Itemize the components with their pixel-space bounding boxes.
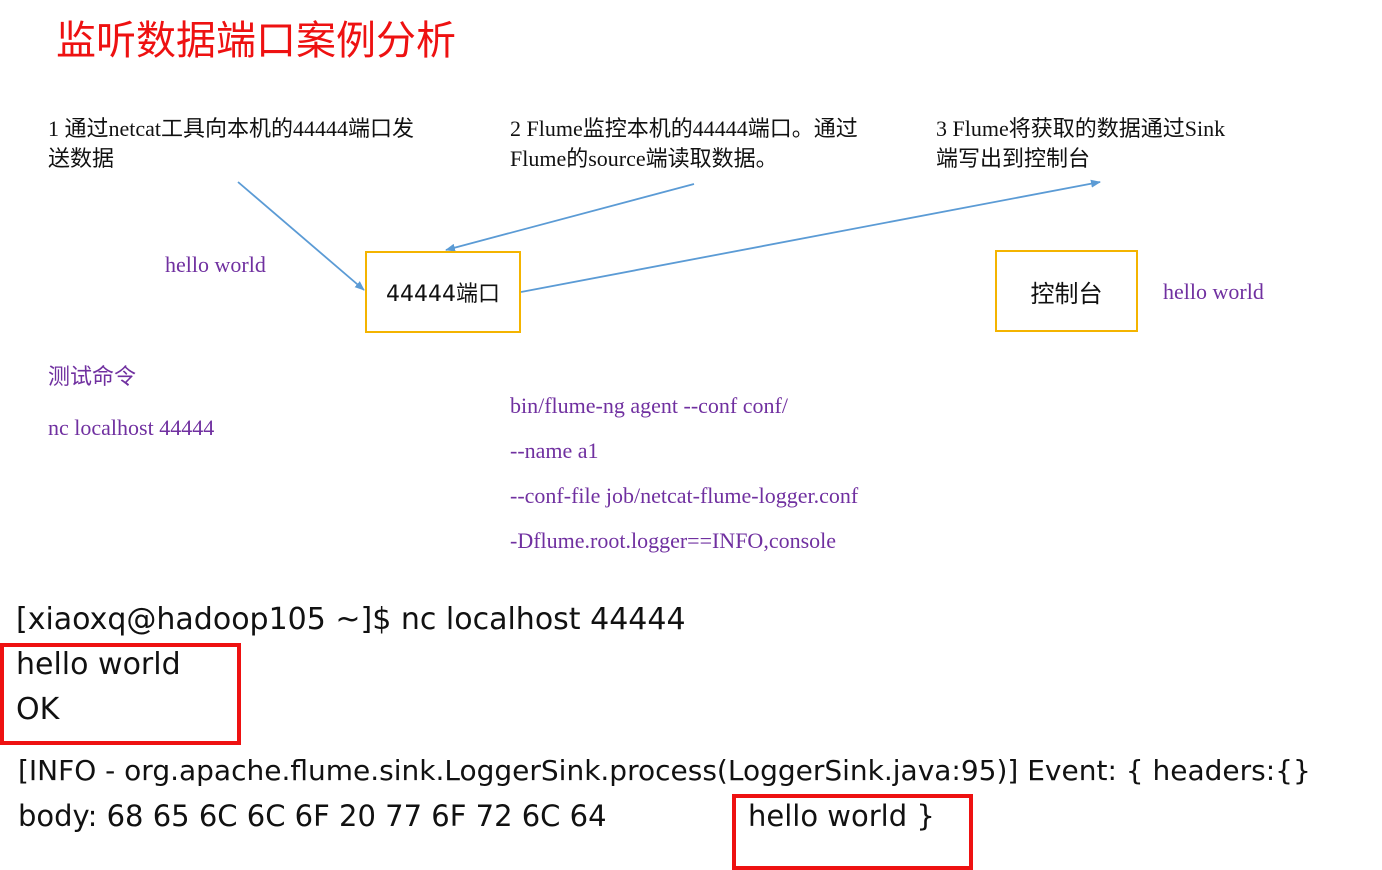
- log-line-1: [INFO - org.apache.flume.sink.LoggerSink…: [18, 754, 1311, 787]
- output-message-label: hello world: [1163, 279, 1264, 304]
- console-box-label: 控制台: [1030, 279, 1103, 308]
- test-command-label: 测试命令: [48, 365, 137, 390]
- terminal-prompt-line: [xiaoxq@hadoop105 ~]$ nc localhost 44444: [16, 602, 686, 637]
- step-2-text: 2 Flume监控本机的44444端口。通过Flume的source端读取数据。: [510, 116, 858, 171]
- terminal-typed-text: hello world: [16, 647, 181, 682]
- flume-command-line-2: --name a1: [510, 438, 599, 463]
- flume-command-line-3: --conf-file job/netcat-flume-logger.conf: [510, 483, 859, 508]
- port-box: 44444端口: [365, 251, 521, 333]
- arrow-flume-to-port: [445, 183, 695, 252]
- log-line-2-body: body: 68 65 6C 6C 6F 20 77 6F 72 6C 64: [18, 799, 607, 833]
- step-3-text: 3 Flume将获取的数据通过Sink端写出到控制台: [936, 116, 1226, 171]
- arrow-port-to-sink: [520, 179, 1101, 293]
- flume-command-line-4: -Dflume.root.logger==INFO,console: [510, 528, 837, 553]
- page-title: 监听数据端口案例分析: [56, 18, 456, 64]
- log-line-2-highlight: hello world }: [748, 799, 935, 833]
- console-box: 控制台: [995, 250, 1138, 332]
- flume-command-line-1: bin/flume-ng agent --conf conf/: [510, 393, 788, 418]
- port-box-label: 44444端口: [386, 282, 500, 307]
- test-command: nc localhost 44444: [48, 415, 215, 440]
- terminal-response: OK: [16, 692, 60, 727]
- terminal-highlight-box: [0, 643, 241, 745]
- arrow-netcat-to-port: [237, 181, 365, 291]
- step-1-text: 1 通过netcat工具向本机的44444端口发送数据: [48, 116, 415, 171]
- input-message-label: hello world: [165, 252, 266, 277]
